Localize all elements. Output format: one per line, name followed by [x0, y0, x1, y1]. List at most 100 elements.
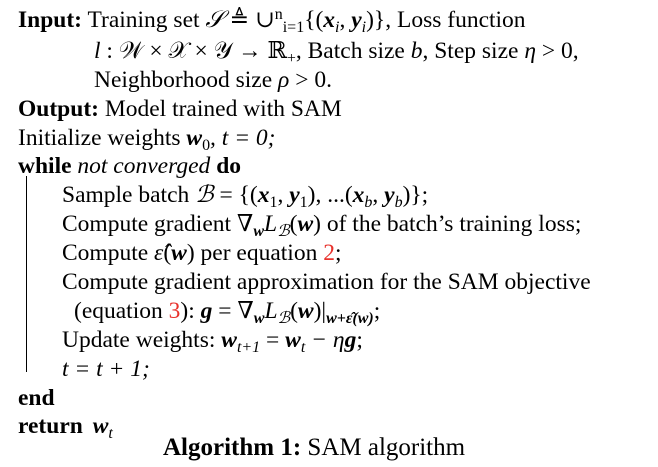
init-text: Initialize weights	[18, 125, 187, 151]
epsilon-text: per equation	[194, 240, 324, 266]
approx-text: ):	[180, 298, 201, 324]
math-paren: (	[163, 240, 172, 266]
math-end: ;	[356, 327, 363, 353]
math-comma: ,	[372, 182, 385, 208]
input-line-3: Neighborhood size ρ > 0.	[94, 66, 332, 95]
gradient-line: Compute gradient ∇wLℬ(w) of the batch’s …	[62, 210, 581, 239]
math-rho: ρ	[278, 67, 290, 93]
math-sub: t	[108, 424, 113, 442]
input-line: Input: Training set 𝒮 ≜ ∪ni=1{(xi, yi)},…	[18, 6, 526, 36]
update-text: Update weights:	[62, 327, 222, 353]
math-paren: (	[289, 211, 298, 237]
end-line: end	[18, 384, 55, 413]
math-sub: 1	[299, 193, 308, 211]
math-brace: {(	[304, 7, 324, 33]
math-sub: +	[286, 49, 296, 67]
math-w: w	[221, 327, 237, 353]
equation-ref-link[interactable]: 3	[168, 298, 181, 324]
math-eq: = ∇	[212, 298, 254, 324]
init-line: Initialize weights w0, t = 0;	[18, 124, 276, 153]
update-line: Update weights: wt+1 = wt − ηg;	[62, 326, 363, 355]
math-eq: =	[260, 327, 286, 353]
sample-text: Sample batch	[62, 182, 196, 208]
caption-label: Algorithm 1:	[163, 434, 302, 461]
math-step-size: η	[524, 38, 536, 64]
math-paren: )	[313, 211, 321, 237]
math-sub: t	[300, 338, 306, 356]
approx-text: Compute gradient approximation for the S…	[62, 269, 591, 295]
math-eval-bar: )|	[313, 298, 327, 324]
input-text: , Loss function	[385, 7, 526, 33]
math-comma: ,	[277, 182, 290, 208]
math-loss: L	[263, 211, 278, 237]
epsilon-line: Compute ε̂(w) per equation 2;	[62, 239, 342, 268]
math-minus: − η	[305, 327, 345, 353]
math-gt: > 0.	[289, 67, 332, 93]
input-text: Training set	[87, 7, 206, 33]
loop-indent-bar	[26, 176, 27, 372]
math-mid: ), ...(	[307, 182, 353, 208]
math-eq: = {(	[213, 182, 258, 208]
math-paren: (	[290, 298, 298, 324]
math-sup: n	[274, 6, 283, 24]
epsilon-text: Compute	[62, 240, 155, 266]
math-sub: b	[394, 193, 403, 211]
math-sub: w	[253, 309, 265, 327]
math-w: w	[171, 240, 187, 266]
output-keyword: Output:	[18, 96, 99, 122]
while-condition: not converged	[71, 153, 217, 179]
math-sub: w+ε̂(w)	[326, 309, 374, 327]
math-y: y	[384, 182, 395, 208]
output-line: Output: Model trained with SAM	[18, 95, 342, 124]
math-sub: 1	[269, 193, 278, 211]
equation-ref-link[interactable]: 2	[323, 240, 335, 266]
math-sub: i	[335, 18, 340, 36]
math-loss: l	[94, 38, 101, 64]
gradient-text: Compute gradient ∇	[62, 211, 254, 237]
math-y: y	[351, 7, 362, 33]
input-line-2: l : 𝒲 × 𝒳 × 𝒴 → ℝ+, Batch size b, Step s…	[94, 37, 579, 66]
math-sub: w	[253, 222, 264, 240]
math-x: x	[352, 182, 365, 208]
do-keyword: do	[216, 153, 242, 179]
math-y: y	[289, 182, 300, 208]
sample-line: Sample batch ℬ = {(x1, y1), ...(xb, yb)}…	[62, 181, 428, 210]
output-text: Model trained with SAM	[98, 96, 342, 122]
input-text: , Step size	[422, 38, 525, 64]
math-w: w	[92, 413, 109, 439]
math-increment: t = t + 1;	[62, 356, 150, 382]
math-loss: L	[264, 298, 278, 324]
math-batch-size: b	[410, 38, 423, 64]
math-sub: ℬ	[277, 309, 291, 327]
math-w: w	[285, 327, 301, 353]
approx-line: Compute gradient approximation for the S…	[62, 268, 591, 297]
math-paren: )	[186, 240, 195, 266]
math-sub: i=1	[282, 18, 305, 36]
approx-text: (equation	[74, 298, 169, 324]
math-x: x	[323, 7, 336, 33]
math-mapping: : 𝒲 × 𝒳 × 𝒴 → ℝ	[100, 38, 287, 64]
caption-title: SAM algorithm	[301, 434, 466, 461]
math-end: )};	[402, 182, 429, 208]
while-line: while not converged do	[18, 152, 241, 181]
math-g: g	[344, 327, 357, 353]
input-text: Neighborhood size	[94, 67, 279, 93]
math-sub: t+1	[236, 338, 261, 356]
math-w: w	[297, 298, 314, 324]
math-epsilon: ε̂	[154, 240, 164, 266]
return-line: return wt	[18, 412, 113, 441]
approx-line-2: (equation 3): g = ∇wLℬ(w)|w+ε̂(w);	[74, 297, 380, 326]
math-sub: b	[364, 193, 373, 211]
math-w: w	[186, 125, 203, 151]
math-w: w	[297, 211, 314, 237]
while-keyword: while	[18, 153, 72, 179]
input-text: , Batch size	[295, 38, 411, 64]
math-batch: ℬ	[195, 182, 214, 208]
math-comma: ,	[339, 7, 352, 33]
epsilon-text: ;	[334, 240, 342, 266]
math-training-set: 𝒮	[205, 7, 224, 33]
algorithm-caption: Algorithm 1: SAM algorithm	[163, 433, 465, 462]
math-gt: > 0,	[535, 38, 579, 64]
math-init-t: , t = 0;	[210, 125, 276, 151]
increment-line: t = t + 1;	[62, 355, 150, 384]
